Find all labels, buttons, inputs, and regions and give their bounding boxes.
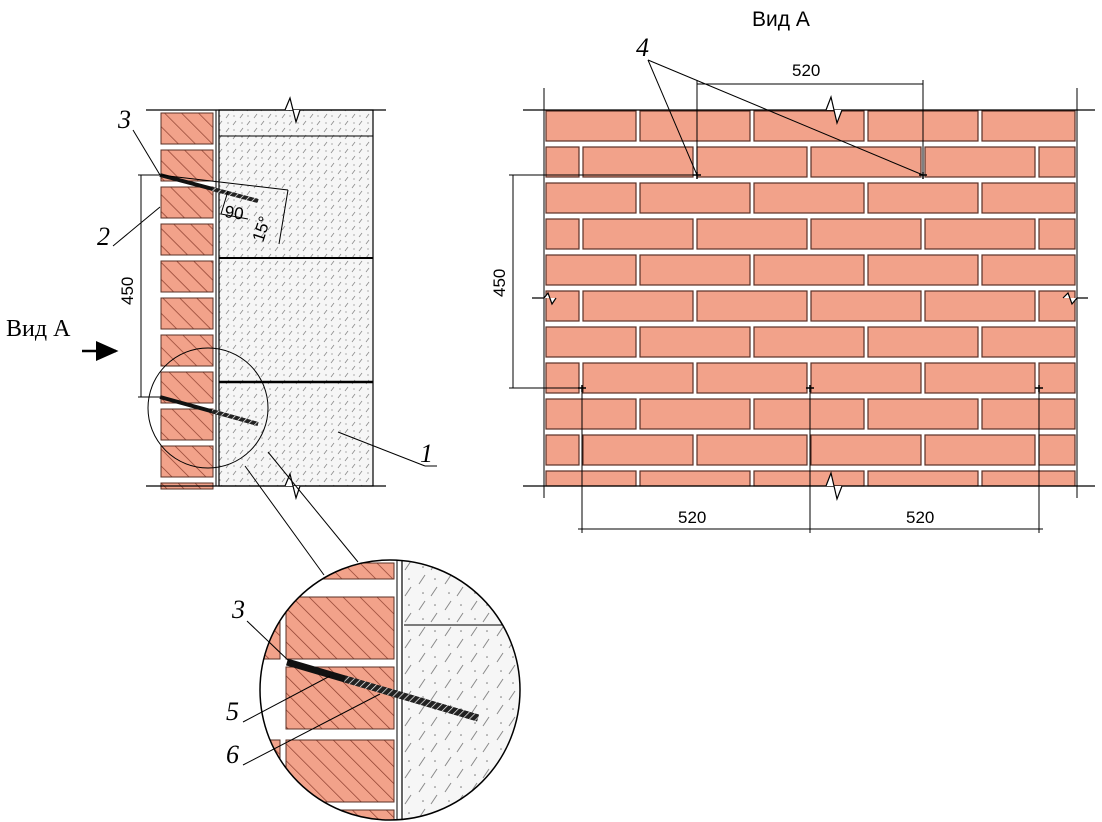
elevation-brick xyxy=(753,254,865,286)
view-a-arrow-label: Вид А xyxy=(6,316,71,342)
elevation-brick xyxy=(545,290,580,322)
elevation-brick xyxy=(981,326,1076,358)
elevation-brick xyxy=(753,398,865,430)
callout-6-detail: 6 xyxy=(226,740,239,769)
elevation-brick xyxy=(696,290,808,322)
elevation-brick xyxy=(1038,434,1076,466)
elevation-brick xyxy=(545,470,637,487)
detail-brick xyxy=(285,809,395,820)
detail-brick xyxy=(285,739,395,803)
view-a-elevation: Вид А 450 520 4 520 520 xyxy=(490,8,1095,533)
section-brick xyxy=(160,186,214,219)
view-a-title: Вид А xyxy=(752,8,810,31)
elevation-brick xyxy=(639,326,751,358)
elevation-brick xyxy=(867,182,979,214)
elevation-brick xyxy=(981,470,1076,487)
elevation-brick xyxy=(545,110,637,142)
aerated-block-leaf xyxy=(218,109,374,487)
elevation-brick xyxy=(545,218,580,250)
elevation-brick xyxy=(1038,218,1076,250)
elevation-brick xyxy=(582,434,694,466)
elevation-brick xyxy=(696,362,808,394)
section-brick xyxy=(160,408,214,441)
elevation-brick xyxy=(1038,146,1076,178)
detail-circle xyxy=(259,559,521,821)
elevation-brick xyxy=(696,218,808,250)
elevation-brick xyxy=(924,362,1036,394)
elevation-brick xyxy=(545,398,637,430)
detail-brick xyxy=(285,562,395,580)
dimension-450-elevation: 450 xyxy=(490,269,509,297)
elevation-brick xyxy=(753,110,865,142)
elevation-brick xyxy=(867,326,979,358)
elevation-brick xyxy=(582,362,694,394)
elevation-brick xyxy=(639,470,751,487)
elevation-brick xyxy=(810,362,922,394)
elevation-brick xyxy=(639,182,751,214)
elevation-brick xyxy=(1038,362,1076,394)
elevation-brick xyxy=(753,182,865,214)
elevation-brick xyxy=(1038,290,1076,322)
elevation-brick xyxy=(545,326,637,358)
angle-90-label: 90 xyxy=(223,202,244,223)
elevation-brick xyxy=(867,254,979,286)
elevation-brick xyxy=(582,290,694,322)
elevation-brick xyxy=(810,218,922,250)
elevation-brick xyxy=(639,254,751,286)
brick-leaf xyxy=(160,112,214,490)
callout-2-section: 2 xyxy=(97,222,110,251)
elevation-brick xyxy=(867,470,979,487)
elevation-brick xyxy=(924,218,1036,250)
detail-brick xyxy=(260,739,281,803)
elevation-brick xyxy=(545,182,637,214)
dimension-520-bottom-left: 520 xyxy=(678,508,706,527)
elevation-brick xyxy=(981,182,1076,214)
callout-3-detail: 3 xyxy=(231,595,245,624)
elevation-brick xyxy=(753,326,865,358)
elevation-brick xyxy=(810,290,922,322)
section-brick xyxy=(160,223,214,256)
callout-1-section: 1 xyxy=(420,439,433,468)
dimension-450-section: 450 xyxy=(118,277,137,305)
elevation-brick xyxy=(810,434,922,466)
elevation-brick xyxy=(753,470,865,487)
elevation-brick xyxy=(582,146,694,178)
elevation-brick xyxy=(639,110,751,142)
callout-4-elevation: 4 xyxy=(636,33,649,62)
detail-view: 3 5 6 xyxy=(226,559,521,821)
elevation-brick xyxy=(582,218,694,250)
elevation-brick xyxy=(924,290,1036,322)
section-brick xyxy=(160,112,214,145)
dimension-520-bottom-right: 520 xyxy=(906,508,934,527)
elevation-brick xyxy=(981,254,1076,286)
wall-section: 90 15° 450 3 2 1 Вид А xyxy=(6,96,437,501)
elevation-brick xyxy=(545,434,580,466)
elevation-brick xyxy=(924,146,1036,178)
section-brick xyxy=(160,297,214,330)
section-brick xyxy=(160,260,214,293)
elevation-brick xyxy=(545,146,580,178)
elevation-brick xyxy=(867,398,979,430)
section-brick xyxy=(160,445,214,478)
section-brick xyxy=(160,334,214,367)
elevation-brick xyxy=(981,110,1076,142)
elevation-brick xyxy=(545,254,637,286)
elevation-brick xyxy=(696,146,808,178)
elevation-brick xyxy=(924,434,1036,466)
elevation-brick xyxy=(981,398,1076,430)
detail-marker-circle xyxy=(147,347,269,469)
callout-3-section: 3 xyxy=(117,105,131,134)
brick-pattern xyxy=(544,110,1077,487)
elevation-brick xyxy=(639,398,751,430)
callout-5-detail: 5 xyxy=(226,697,239,726)
elevation-brick xyxy=(810,146,922,178)
dimension-520-top: 520 xyxy=(792,61,820,80)
detail-brick xyxy=(285,596,395,660)
elevation-brick xyxy=(696,434,808,466)
